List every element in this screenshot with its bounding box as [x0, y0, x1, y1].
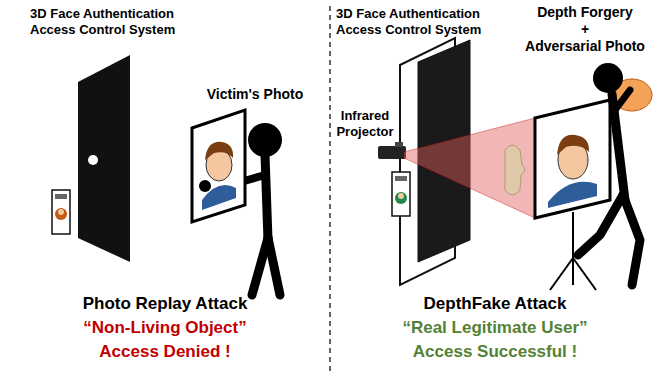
tripod	[573, 258, 596, 290]
depth-forgery-face	[505, 145, 525, 195]
door-knob	[88, 155, 98, 165]
face-reader	[52, 190, 70, 234]
reader-face	[395, 192, 407, 204]
person-head	[593, 63, 623, 93]
verdict-quote: “Non-Living Object”	[40, 318, 290, 338]
door	[78, 55, 130, 262]
verdict-quote: “Real Legitimate User”	[350, 318, 640, 338]
plus-sign: +	[515, 21, 655, 38]
infrared-beam	[404, 118, 535, 218]
photo-hair	[205, 142, 233, 160]
adversarial-photo	[535, 100, 610, 218]
panel-title: 3D Face Authentication Access Control Sy…	[30, 6, 205, 37]
person-leg	[623, 195, 640, 285]
infrared-beam-edge	[404, 118, 535, 218]
reader-face	[398, 193, 404, 199]
person-hand	[199, 180, 211, 192]
device-label: Infrared Projector	[330, 108, 400, 139]
tripod	[572, 258, 574, 285]
person-leg	[578, 195, 623, 255]
person-arm	[615, 90, 630, 110]
reader-face	[58, 209, 64, 215]
tripod	[550, 258, 573, 290]
projector-lens	[395, 142, 403, 147]
photo-label: Victim's Photo	[200, 86, 310, 103]
attack-name: Photo Replay Attack	[40, 294, 290, 314]
attack-name: DepthFake Attack	[350, 294, 640, 314]
face-reader	[392, 172, 410, 216]
reader-screen	[55, 194, 67, 199]
attack-component: Adversarial Photo	[515, 38, 655, 55]
reader-face	[55, 208, 67, 220]
tripod	[572, 212, 574, 260]
verdict: Access Successful !	[350, 342, 640, 362]
verdict: Access Denied !	[40, 342, 290, 362]
panel-title: 3D Face Authentication Access Control Sy…	[336, 6, 511, 37]
person-leg	[268, 238, 280, 295]
divider	[329, 6, 331, 372]
victim-photo	[192, 110, 245, 222]
attack-component: Depth Forgery	[515, 4, 655, 21]
photo-hair	[557, 135, 589, 155]
photo-shirt	[548, 182, 597, 208]
infrared-projector	[378, 146, 406, 159]
person-body	[265, 155, 268, 240]
reader-screen	[395, 176, 407, 181]
